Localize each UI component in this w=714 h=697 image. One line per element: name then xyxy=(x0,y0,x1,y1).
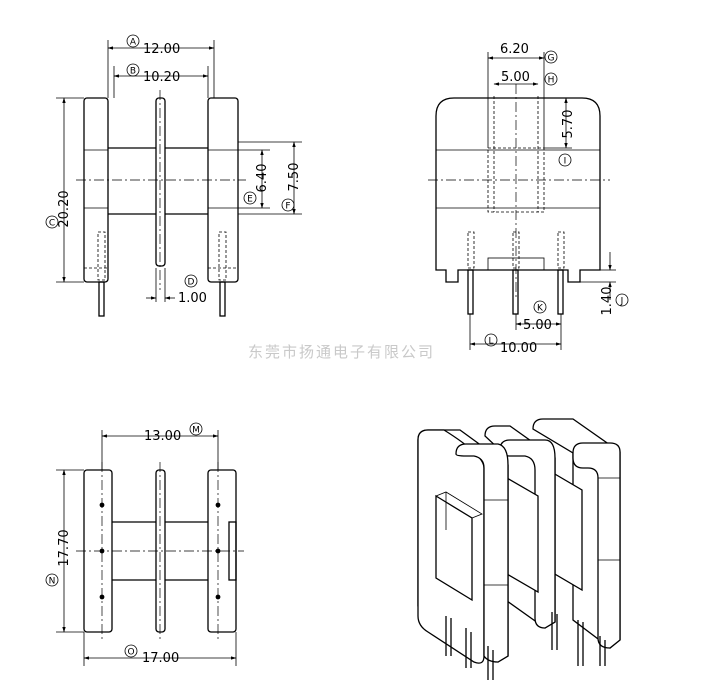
dim-tag: I xyxy=(564,157,567,167)
dim-tag: J xyxy=(620,297,624,307)
dim-tag: M xyxy=(192,426,200,436)
dim-value-e: 6.40 xyxy=(255,164,270,193)
dim-tag: A xyxy=(130,38,137,48)
dim-value-o: 17.00 xyxy=(142,651,179,666)
dim-value-f: 7.50 xyxy=(287,163,302,192)
dim-value-m: 13.00 xyxy=(144,429,181,444)
dim-value-k: 5.00 xyxy=(523,318,552,333)
dim-value-c: 20.20 xyxy=(57,190,72,227)
dim-value-j: 1.40 xyxy=(600,287,615,316)
dim-value-i: 5.70 xyxy=(561,110,576,139)
dim-value-d: 1.00 xyxy=(178,291,207,306)
dim-value-n: 17.70 xyxy=(57,529,72,566)
dim-tag: H xyxy=(548,76,555,86)
company-watermark: 东莞市扬通电子有限公司 xyxy=(248,343,435,361)
dim-tag: C xyxy=(49,219,55,229)
dim-tag: B xyxy=(130,67,136,77)
side-view: G 6.20 H 5.00 I 5.70 J 1.40 K 5.00 L xyxy=(428,42,629,356)
bottom-view: M 13.00 N 17.70 O 17.00 xyxy=(45,422,244,666)
dim-tag: N xyxy=(49,577,56,587)
dim-tag: F xyxy=(285,202,290,212)
dim-value-b: 10.20 xyxy=(143,70,180,85)
dim-tag: O xyxy=(127,648,134,658)
isometric-view xyxy=(417,418,621,680)
dim-tag: D xyxy=(188,278,195,288)
dim-value-g: 6.20 xyxy=(500,42,529,57)
dim-tag: G xyxy=(548,54,555,64)
dim-value-l: 10.00 xyxy=(500,341,537,356)
dim-value-h: 5.00 xyxy=(501,70,530,85)
front-view: A 12.00 B 10.20 C 20.20 D 1.00 E 6.40 xyxy=(45,34,302,317)
dim-tag: E xyxy=(247,195,253,205)
dim-value-a: 12.00 xyxy=(143,42,180,57)
dim-tag: L xyxy=(488,337,493,347)
dim-tag: K xyxy=(537,304,544,314)
